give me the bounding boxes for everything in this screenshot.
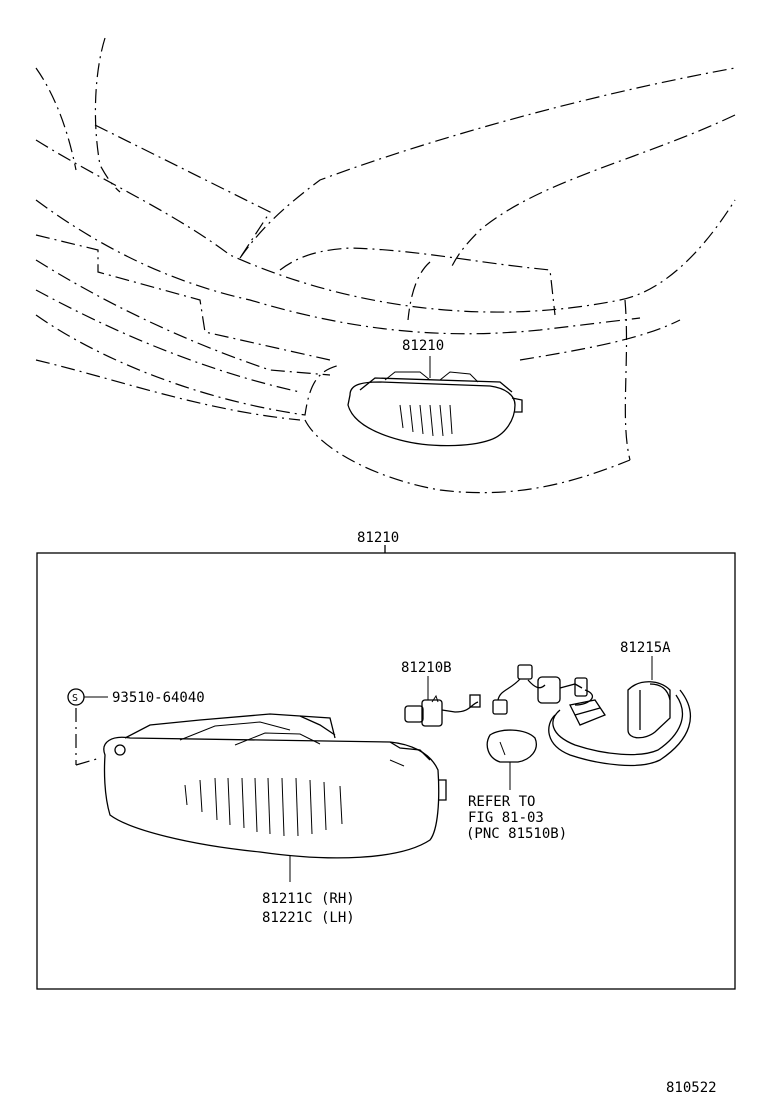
label-socket-part: 81210B <box>401 660 452 676</box>
label-refer-line2: FIG 81-03 <box>468 810 544 826</box>
assembly-box <box>36 545 736 990</box>
figure-number: 810522 <box>666 1080 717 1096</box>
vehicle-outline <box>35 37 736 494</box>
label-wire-part: 81215A <box>620 640 671 656</box>
wire-harness-part <box>492 656 691 767</box>
screw-symbol-letter: S <box>72 693 78 704</box>
installed-lamp <box>347 356 523 447</box>
label-screw-part: 93510-64040 <box>112 690 205 706</box>
lamp-lens <box>103 713 447 882</box>
bulb-part <box>486 729 537 790</box>
label-refer-line1: REFER TO <box>468 794 535 810</box>
label-top-part: 81210 <box>402 338 444 354</box>
label-refer-line3: (PNC 81510B) <box>466 826 567 842</box>
label-lens-lh: 81221C (LH) <box>262 910 355 926</box>
screw-symbol <box>67 688 108 766</box>
socket-part <box>404 676 481 727</box>
label-lens-rh: 81211C (RH) <box>262 891 355 907</box>
label-assembly-part: 81210 <box>357 530 399 546</box>
